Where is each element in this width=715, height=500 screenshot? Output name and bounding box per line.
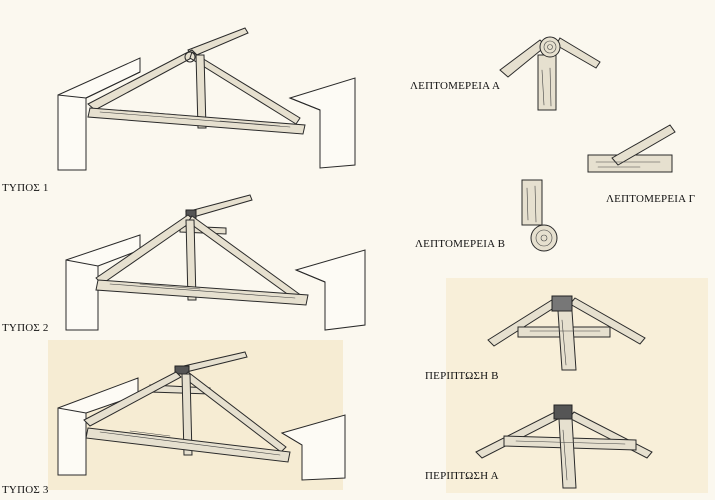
detail-b-label: ΛΕΠΤΟΜΕΡΕΙΑ Β xyxy=(415,238,506,250)
type1-label: ΤΥΠΟΣ 1 xyxy=(2,182,49,194)
type3-label: ΤΥΠΟΣ 3 xyxy=(2,484,49,496)
case-a-label: ΠΕΡΙΠΤΩΣΗ Α xyxy=(425,470,499,482)
case-panel-background xyxy=(446,278,708,493)
detail-a-drawing xyxy=(499,36,601,111)
type2-label: ΤΥΠΟΣ 2 xyxy=(2,322,49,334)
case-b-label: ΠΕΡΙΠΤΩΣΗ Β xyxy=(425,370,499,382)
type2-truss-drawing xyxy=(65,194,366,331)
case-b-drawing xyxy=(487,295,646,371)
type1-truss-drawing xyxy=(57,27,356,171)
detail-b-drawing xyxy=(521,179,558,252)
detail-c-drawing xyxy=(587,124,676,173)
type3-truss-drawing xyxy=(57,351,346,481)
case-a-drawing xyxy=(475,404,653,489)
detail-c-label: ΛΕΠΤΟΜΕΡΕΙΑ Γ xyxy=(606,193,696,205)
detail-a-label: ΛΕΠΤΟΜΕΡΕΙΑ Α xyxy=(410,80,501,92)
